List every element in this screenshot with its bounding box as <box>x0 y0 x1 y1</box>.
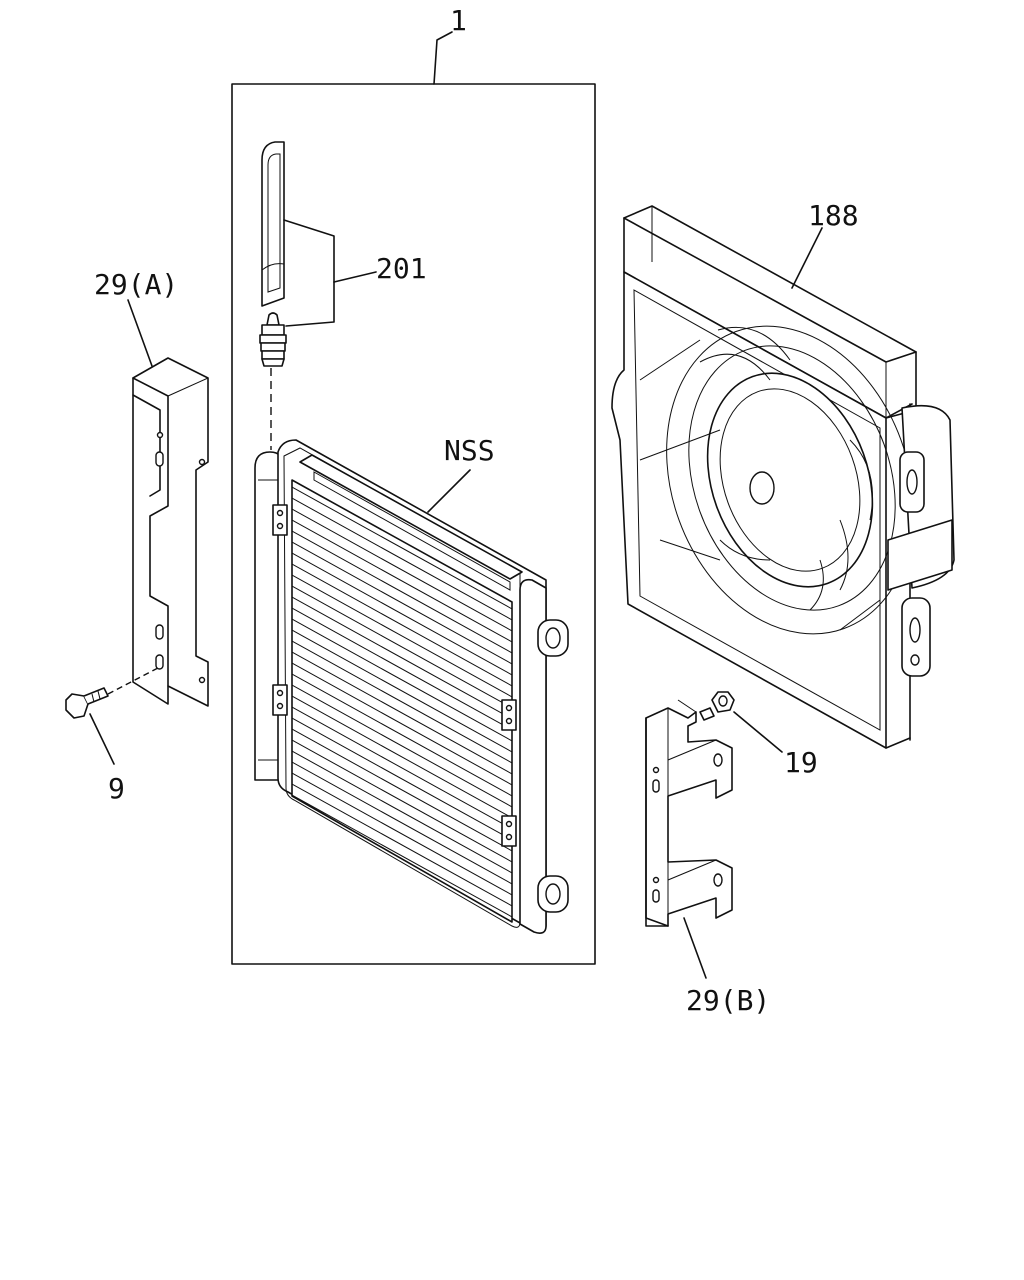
condenser-fin-line <box>292 639 512 765</box>
label-assembly[interactable]: 1 <box>450 4 467 37</box>
condenser-fin-line <box>292 760 512 886</box>
condenser-fin-line <box>292 771 512 897</box>
condenser-fin-line <box>292 540 512 666</box>
condenser <box>254 439 569 934</box>
bolt <box>65 687 109 719</box>
leader-29b <box>683 917 707 979</box>
condenser-fin-line <box>292 694 512 820</box>
condenser-fin-line <box>292 705 512 831</box>
label-dryer-kit[interactable]: 201 <box>376 252 427 285</box>
condenser-fin-line <box>292 562 512 688</box>
condenser-fin-line <box>292 628 512 754</box>
condenser-fin-line <box>292 606 512 732</box>
bracket-a <box>132 357 209 707</box>
label-bracket-a[interactable]: 29(A) <box>94 268 178 301</box>
label-bolt[interactable]: 9 <box>108 772 125 805</box>
condenser-fin-line <box>292 716 512 842</box>
leader-201 <box>283 219 377 327</box>
condenser-fin-line <box>292 485 512 611</box>
condenser-fin-line <box>292 584 512 710</box>
leader-19 <box>733 711 783 753</box>
condenser-fin-line <box>292 573 512 699</box>
fan-shroud <box>611 205 955 749</box>
condenser-fin-line <box>292 650 512 776</box>
condenser-fin-line <box>292 529 512 655</box>
nut <box>711 691 735 713</box>
condenser-fin-line <box>292 551 512 677</box>
label-condenser[interactable]: NSS <box>444 434 495 467</box>
condenser-fin-line <box>292 496 512 622</box>
condenser-fin-line <box>292 749 512 875</box>
label-bracket-b[interactable]: 29(B) <box>686 984 770 1017</box>
assembly-box <box>231 31 596 965</box>
condenser-fin-line <box>292 782 512 908</box>
bracket-b <box>645 699 733 927</box>
condenser-fin-line <box>292 507 512 633</box>
label-nut[interactable]: 19 <box>784 746 818 779</box>
condenser-fin-line <box>292 793 512 919</box>
condenser-fin-line <box>292 661 512 787</box>
condenser-fin-line <box>292 683 512 809</box>
leader-nss <box>427 469 471 513</box>
condenser-fin-line <box>292 727 512 853</box>
dryer-cartridge <box>261 141 285 307</box>
condenser-fin-line <box>292 672 512 798</box>
dryer-plug <box>259 312 287 367</box>
leader-29a <box>127 299 153 367</box>
condenser-fin-line <box>292 595 512 721</box>
label-fan-shroud[interactable]: 188 <box>808 199 859 232</box>
condenser-fin-line <box>292 518 512 644</box>
leader-9 <box>89 713 115 765</box>
condenser-fin-line <box>292 617 512 743</box>
leader-188 <box>791 227 823 289</box>
condenser-fin-line <box>292 738 512 864</box>
